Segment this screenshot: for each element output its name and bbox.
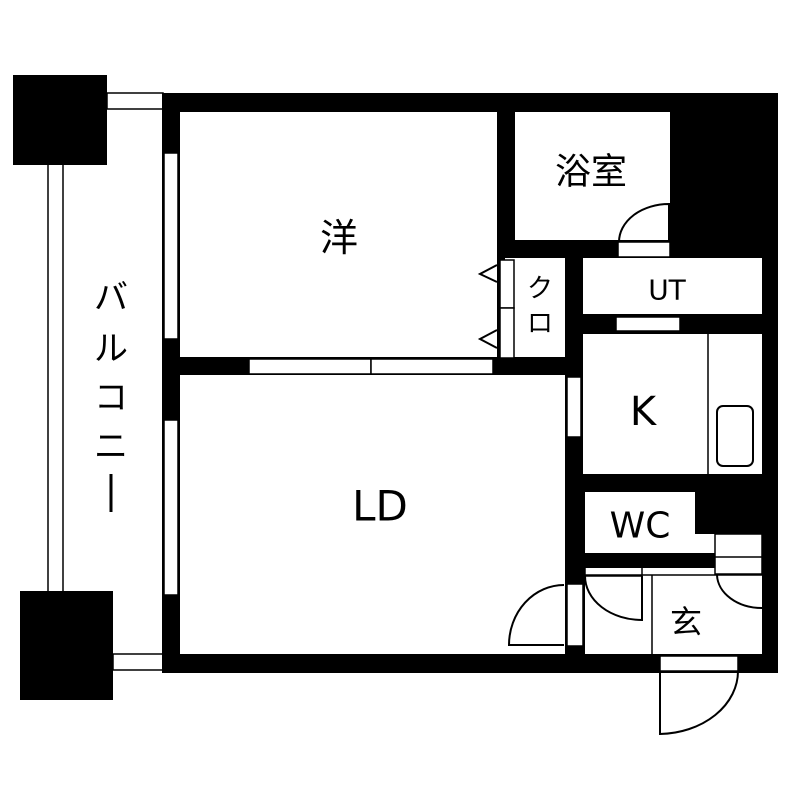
ld-door-swing bbox=[507, 584, 565, 646]
ld-door-frame bbox=[566, 583, 584, 647]
wall-entry-right bbox=[762, 534, 778, 673]
kitchen-sink bbox=[716, 405, 754, 467]
wall-right-block bbox=[670, 93, 778, 258]
room-kitchen-floor bbox=[585, 334, 762, 474]
front-door-swing bbox=[659, 670, 739, 736]
room-label-balcony-4: ニ bbox=[94, 427, 128, 467]
sliding-door-2 bbox=[370, 358, 494, 375]
closet-door-bottom bbox=[499, 307, 515, 359]
balcony-connector-top bbox=[106, 92, 164, 110]
room-label-balcony-3: コ bbox=[94, 378, 128, 418]
room-label-western: 洋 bbox=[320, 216, 358, 260]
sliding-door-1 bbox=[248, 358, 372, 375]
room-bath-floor bbox=[515, 112, 670, 240]
cabinet-door-swing bbox=[716, 574, 763, 609]
window-western bbox=[163, 152, 179, 340]
wall-top bbox=[162, 93, 778, 112]
closet-door-marker-bottom bbox=[477, 329, 498, 349]
wall-bath-left bbox=[497, 93, 515, 258]
room-label-bathroom: 浴室 bbox=[555, 152, 627, 193]
room-label-utility: UT bbox=[648, 274, 686, 307]
room-label-closet-1: ク bbox=[527, 274, 553, 304]
closet-door-marker-top bbox=[477, 264, 498, 283]
room-label-closet-2: ロ bbox=[527, 309, 553, 339]
closet-door-top bbox=[499, 259, 515, 309]
room-label-balcony-2: ル bbox=[94, 329, 128, 369]
balcony-pillar-top bbox=[13, 75, 107, 165]
room-label-living-dining: LD bbox=[352, 482, 408, 531]
shoe-cabinet bbox=[714, 533, 763, 575]
bath-door-opening bbox=[617, 241, 671, 258]
room-entrance-floor bbox=[585, 568, 762, 654]
wall-entry-block bbox=[695, 492, 762, 534]
wall-wc-bottom bbox=[565, 553, 715, 568]
room-label-balcony-1: バ bbox=[94, 278, 128, 318]
room-label-kitchen: K bbox=[630, 389, 658, 435]
room-ut-floor bbox=[583, 260, 762, 314]
room-label-toilet: WC bbox=[610, 506, 671, 547]
wc-door-frame bbox=[584, 558, 643, 577]
balcony-connector-bottom bbox=[112, 653, 164, 671]
wc-door-swing bbox=[584, 575, 643, 622]
front-door-frame bbox=[659, 655, 739, 672]
room-label-entrance: 玄 bbox=[670, 603, 702, 641]
bath-door-swing bbox=[618, 202, 670, 243]
window-ld bbox=[163, 419, 179, 596]
room-wc-floor bbox=[585, 492, 695, 553]
balcony-pillar-bottom bbox=[20, 591, 113, 700]
closet-floor bbox=[515, 260, 565, 357]
ld-side-opening bbox=[566, 376, 582, 438]
ut-door-opening bbox=[615, 316, 681, 332]
wall-bottom bbox=[162, 654, 778, 673]
